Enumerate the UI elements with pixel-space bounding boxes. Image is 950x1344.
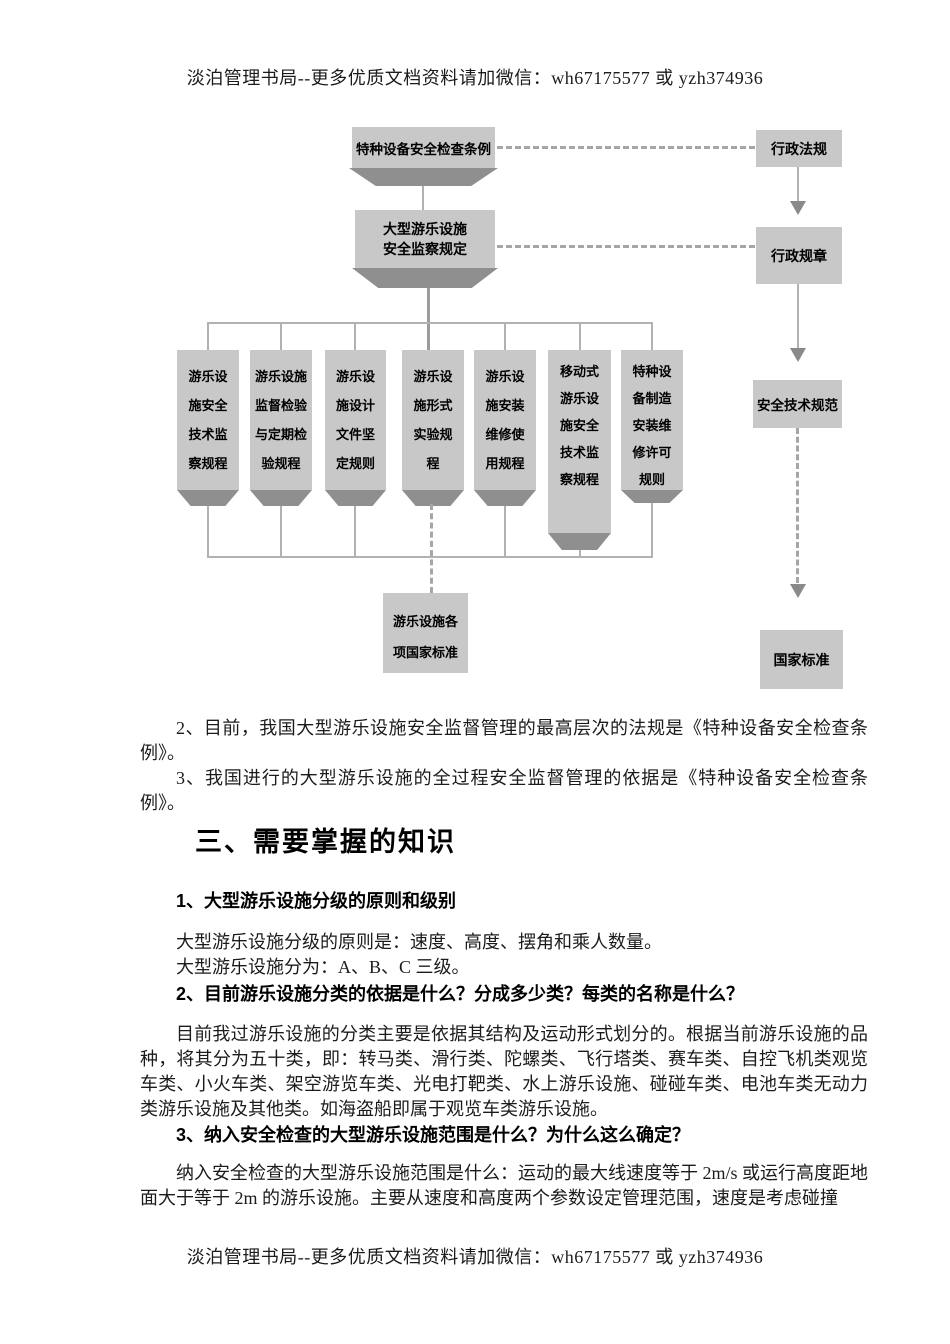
connector-line (422, 186, 424, 210)
paragraph-4: 目前我过游乐设施的分类主要是依据其结构及运动形式划分的。根据当前游乐设施的品种，… (140, 1024, 868, 1119)
stub-line (579, 323, 581, 350)
header-watermark: 淡泊管理书局--更多优质文档资料请加微信：wh67175577 或 yzh374… (186, 68, 764, 88)
flowchart-node-type-test-regulation: 游乐设 施形式 实验规 程 (402, 350, 464, 490)
arrow-down-icon (790, 348, 806, 362)
stub-line (207, 323, 209, 350)
pedestal-shape (621, 490, 683, 503)
section-heading: 三、需要掌握的知识 (195, 827, 456, 857)
main-drop-line (427, 288, 430, 350)
subheading-3: 3、纳入安全检查的大型游乐设施范围是什么？为什么这么确定？ (176, 1125, 691, 1145)
flowchart-node-admin-regulation: 行政规章 (756, 227, 842, 284)
stub-line (651, 323, 653, 350)
paragraph-2: 2、目前，我国大型游乐设施安全监督管理的最高层次的法规是《特种设备安全检查条例》… (140, 718, 868, 763)
flowchart-node-ride-national-standards: 游乐设施各 项国家标准 (383, 593, 468, 673)
pedestal-shape (352, 268, 498, 288)
drop-line (651, 503, 653, 557)
dashed-arrow-line (796, 428, 799, 583)
subheading-1: 1、大型游乐设施分级的原则和级别 (176, 891, 457, 911)
paragraph-3: 3、我国进行的大型游乐设施的全过程安全监督管理的依据是《特种设备安全检查条例》。 (140, 768, 868, 813)
dashed-arrow-down-icon (790, 584, 806, 598)
flowchart-node-design-document-rule: 游乐设 施设计 文件坚 定规则 (325, 350, 386, 490)
bottom-connector-rail (207, 556, 653, 558)
dashed-drop-line (430, 504, 433, 593)
flowchart-node-manufacture-license-rule: 特种设 备制造 安装维 修许可 规则 (621, 350, 683, 490)
arrow-line (797, 167, 799, 202)
arrow-down-icon (790, 201, 806, 215)
stub-line (280, 323, 282, 350)
paragraph-5: 纳入安全检查的大型游乐设施范围是什么：运动的最大线速度等于 2m/s 或运行高度… (140, 1163, 869, 1208)
pedestal-shape (325, 490, 386, 506)
top-connector-rail (207, 322, 653, 324)
flowchart-node-supervision-rule: 大型游乐设施 安全监察规定 (355, 210, 495, 268)
stub-line (354, 323, 356, 350)
pedestal-shape (474, 490, 536, 506)
dashed-connector-top (497, 146, 755, 149)
footer-watermark: 淡泊管理书局--更多优质文档资料请加微信：wh67175577 或 yzh374… (186, 1247, 764, 1267)
stub-line (504, 323, 506, 350)
pedestal-shape (548, 533, 611, 550)
dashed-connector-middle (497, 245, 755, 248)
drop-line (280, 506, 282, 557)
flowchart-node-mobile-ride-regulation: 移动式 游乐设 施安全 技术监 察规程 (548, 350, 611, 533)
flowchart-node-tech-supervision-regulation: 游乐设 施安全 技术监 察规程 (177, 350, 239, 490)
subheading-2: 2、目前游乐设施分类的依据是什么？分成多少类？每类的名称是什么？ (176, 984, 745, 1004)
drop-line (504, 506, 506, 557)
text-line-principles: 大型游乐设施分级的原则是：速度、高度、摆角和乘人数量。 (176, 932, 662, 952)
flowchart-node-admin-law: 行政法规 (756, 130, 842, 167)
drop-line (207, 506, 209, 557)
drop-line (354, 506, 356, 557)
pedestal-shape (349, 168, 498, 186)
drop-line (579, 550, 581, 557)
flowchart-node-tech-spec: 安全技术规范 (753, 380, 842, 428)
pedestal-shape (250, 490, 312, 506)
flowchart-node-install-maintain-regulation: 游乐设 施安装 维修使 用规程 (474, 350, 536, 490)
flowchart-node-national-standard: 国家标准 (760, 630, 843, 689)
pedestal-shape (402, 490, 464, 506)
flowchart-node-inspection-regulation: 游乐设施 监督检验 与定期检 验规程 (250, 350, 312, 490)
flowchart-node-special-equipment-regulation: 特种设备安全检查条例 (352, 127, 495, 168)
text-line-levels: 大型游乐设施分为：A、B、C 三级。 (176, 957, 470, 977)
pedestal-shape (177, 490, 239, 506)
arrow-line (797, 284, 799, 348)
